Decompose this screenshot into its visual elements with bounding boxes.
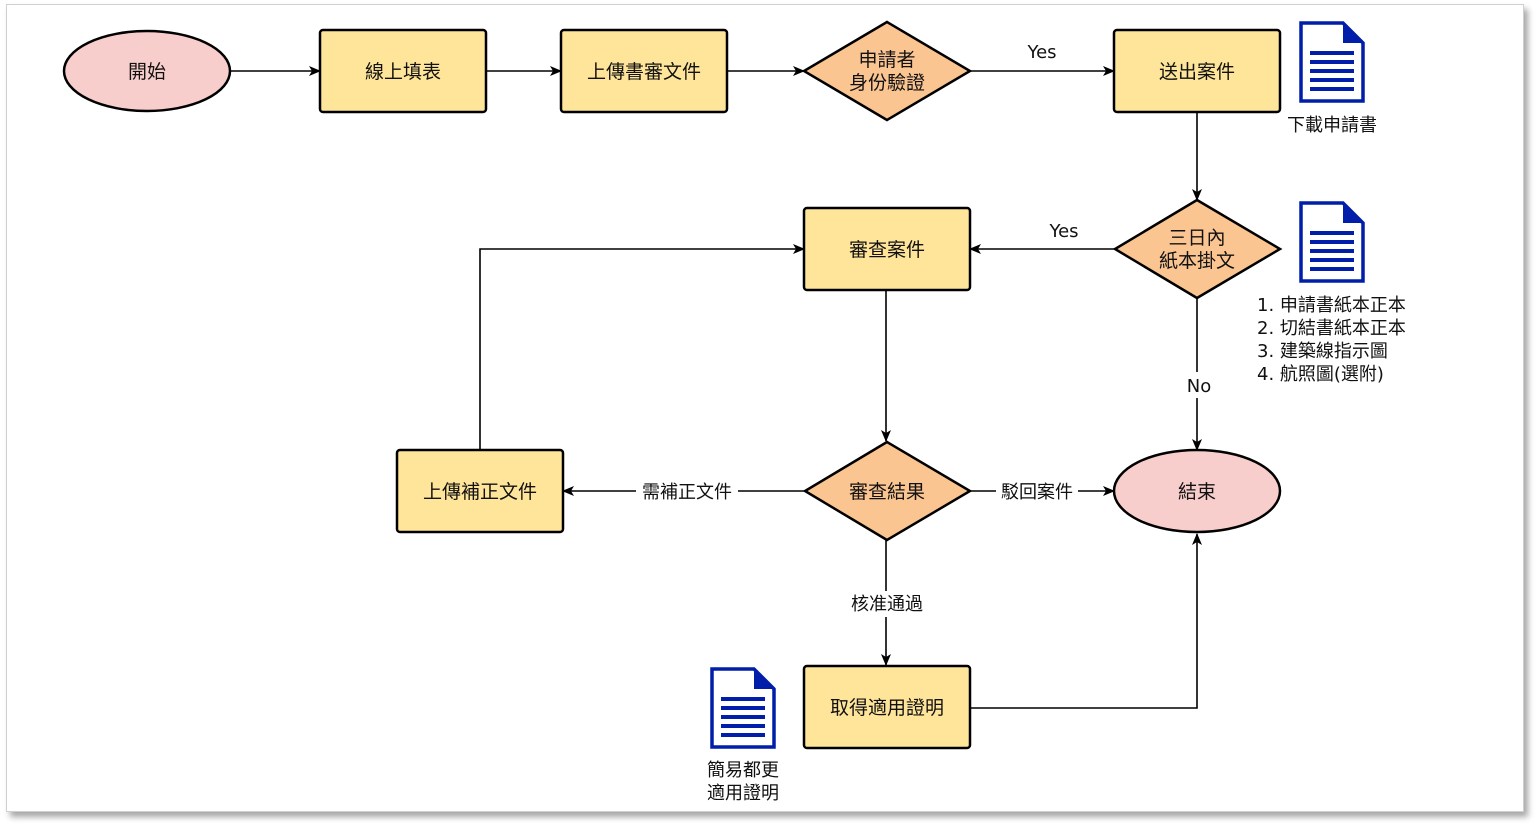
label-rejected: 駁回案件 xyxy=(1001,482,1073,503)
node-upload-docs: 上傳書審文件 xyxy=(559,28,729,114)
edge-correction-review xyxy=(479,244,805,450)
paper-docs-doc: 1. 申請書紙本正本 2. 切結書紙本正本 3. 建築線指示圖 4. 航照圖(選… xyxy=(1257,201,1406,385)
node-submit-case: 送出案件 xyxy=(1112,28,1282,114)
node-start: 開始 xyxy=(62,29,232,113)
label-identity-yes: Yes xyxy=(1026,42,1056,63)
node-upload-corrections-label: 上傳補正文件 xyxy=(423,481,537,503)
node-verify-identity-label-2: 身份驗證 xyxy=(849,72,925,94)
node-review-case: 審查案件 xyxy=(802,206,972,292)
node-mail-check-label-1: 三日內 xyxy=(1168,227,1225,249)
node-mail-check-label-2: 紙本掛文 xyxy=(1159,250,1235,272)
paper-doc-item-4: 4. 航照圖(選附) xyxy=(1257,364,1384,385)
paper-doc-item-3: 3. 建築線指示圖 xyxy=(1257,341,1388,362)
label-approved: 核准通過 xyxy=(851,594,923,615)
paper-doc-item-1: 1. 申請書紙本正本 xyxy=(1257,295,1406,316)
paper-doc-item-2: 2. 切結書紙本正本 xyxy=(1257,318,1406,339)
node-end-label: 結束 xyxy=(1178,481,1216,503)
download-form-doc: 下載申請書 xyxy=(1287,21,1377,136)
node-submit-case-label: 送出案件 xyxy=(1159,61,1235,83)
label-needs-correction: 需補正文件 xyxy=(642,482,732,503)
node-upload-docs-label: 上傳書審文件 xyxy=(587,61,701,83)
download-form-label: 下載申請書 xyxy=(1287,115,1377,136)
document-icon xyxy=(1299,201,1365,283)
node-mail-check: 三日內 紙本掛文 xyxy=(1112,198,1283,300)
certificate-label-1: 簡易都更 xyxy=(707,760,779,781)
diagram-frame xyxy=(6,4,1524,812)
node-verify-identity-label-1: 申請者 xyxy=(858,49,915,71)
edges xyxy=(230,66,1202,709)
certificate-label-2: 適用證明 xyxy=(707,783,779,804)
node-review-result: 審查結果 xyxy=(802,440,973,542)
node-verify-identity: 申請者 身份驗證 xyxy=(801,20,973,122)
node-review-case-label: 審查案件 xyxy=(849,239,925,261)
document-icon xyxy=(1299,21,1365,103)
document-icon xyxy=(710,667,776,749)
node-review-result-label: 審查結果 xyxy=(849,481,925,503)
label-mail-no: No xyxy=(1187,376,1211,397)
node-end: 結束 xyxy=(1112,448,1282,534)
node-fill-form-label: 線上填表 xyxy=(365,61,441,83)
node-start-label: 開始 xyxy=(128,61,166,83)
label-mail-yes: Yes xyxy=(1048,221,1078,242)
node-upload-corrections: 上傳補正文件 xyxy=(395,448,565,534)
edge-labels: Yes Yes No 需補正文件 駁回案件 核准通過 xyxy=(636,42,1216,617)
node-get-certificate: 取得適用證明 xyxy=(802,664,972,750)
edge-certificate-end xyxy=(970,533,1202,709)
node-fill-form: 線上填表 xyxy=(318,28,488,114)
node-get-certificate-label: 取得適用證明 xyxy=(830,697,944,719)
certificate-doc: 簡易都更 適用證明 xyxy=(707,667,779,804)
